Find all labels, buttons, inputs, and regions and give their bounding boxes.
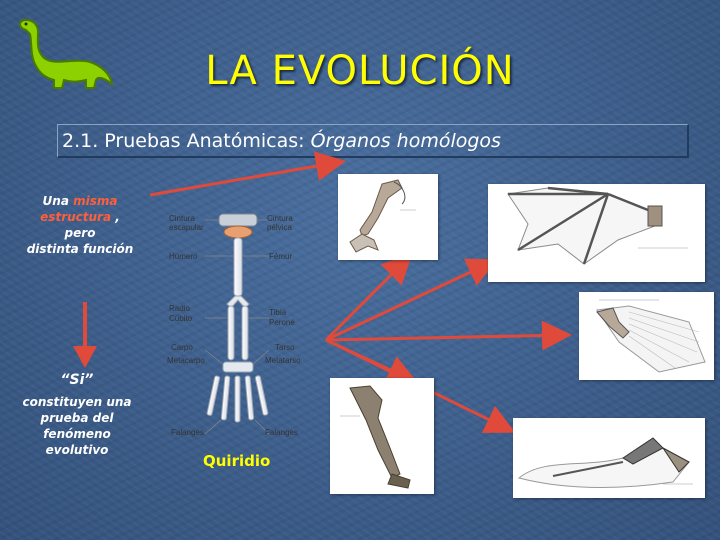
label-cubito: Cúbito (169, 314, 193, 323)
note1-line2b: , (111, 210, 120, 224)
down-arrow (73, 302, 97, 368)
label-carpo: Carpo (171, 343, 193, 352)
label-femur: Fémur (269, 252, 293, 261)
subtitle-italic: Órganos homólogos (310, 130, 501, 152)
note2-line3: fenómeno (43, 427, 111, 441)
label-perone: Peroné (269, 318, 295, 327)
bat-wing-bones-icon (507, 186, 688, 265)
note2-line2: prueba del (40, 411, 114, 425)
label-humero: Húmero (169, 252, 198, 261)
quiridio-caption: Quiridio (203, 452, 271, 470)
subtitle-frame (57, 124, 689, 158)
note2-line1: constituyen una (22, 395, 132, 409)
label-metacarpo: Metacarpo (167, 356, 205, 365)
note2-quote: “Si” (60, 372, 94, 388)
limb-skeleton-illustration (204, 213, 270, 435)
label-radio: Radio (169, 304, 190, 313)
whale-fin-bones-icon (517, 437, 693, 488)
label-tibia: Tibia (269, 308, 287, 317)
note1-line3: pero (64, 226, 96, 240)
slide-title: LA EVOLUCIÓN (205, 48, 515, 94)
subtitle-prefix: 2.1. Pruebas Anatómicas: (62, 130, 311, 152)
note2-line4: evolutivo (45, 443, 109, 457)
label-falanges-left: Falanges (171, 428, 204, 437)
panel-whale-fin (513, 418, 705, 498)
panel-horse-leg (330, 378, 434, 494)
dinosaur-icon (19, 18, 114, 89)
note1-line2a: estructura (40, 210, 112, 224)
label-metatarso: Metatarso (265, 356, 301, 365)
label-falanges-right: Falanges (265, 428, 298, 437)
panel-bat-wing (488, 184, 705, 282)
slide-subtitle: 2.1. Pruebas Anatómicas: Órganos homólog… (62, 130, 501, 152)
note-same-structure: Una misma estructura , pero distinta fun… (10, 193, 150, 257)
note-evolution-proof: “Si” constituyen una prueba del fenómeno… (12, 372, 142, 458)
bird-wing-bones-icon (596, 299, 706, 373)
note1-line4: distinta función (26, 242, 134, 256)
panel-human-arm (338, 174, 438, 260)
label-tarso: Tarso (275, 343, 295, 352)
label-cintura-pelvica: Cintura pélvica (267, 214, 293, 232)
quiridio-diagram: Cintura escapular Cintura pélvica Húmero… (165, 208, 310, 444)
human-arm-bones-icon (349, 179, 416, 253)
label-cintura-escapular: Cintura escapular (169, 214, 204, 232)
panel-bird-wing (579, 292, 714, 380)
note1-line1a: Una (42, 194, 74, 208)
horse-leg-bones-icon (340, 385, 411, 489)
dinosaur-logo (14, 18, 114, 90)
note1-line1b: misma (73, 194, 118, 208)
